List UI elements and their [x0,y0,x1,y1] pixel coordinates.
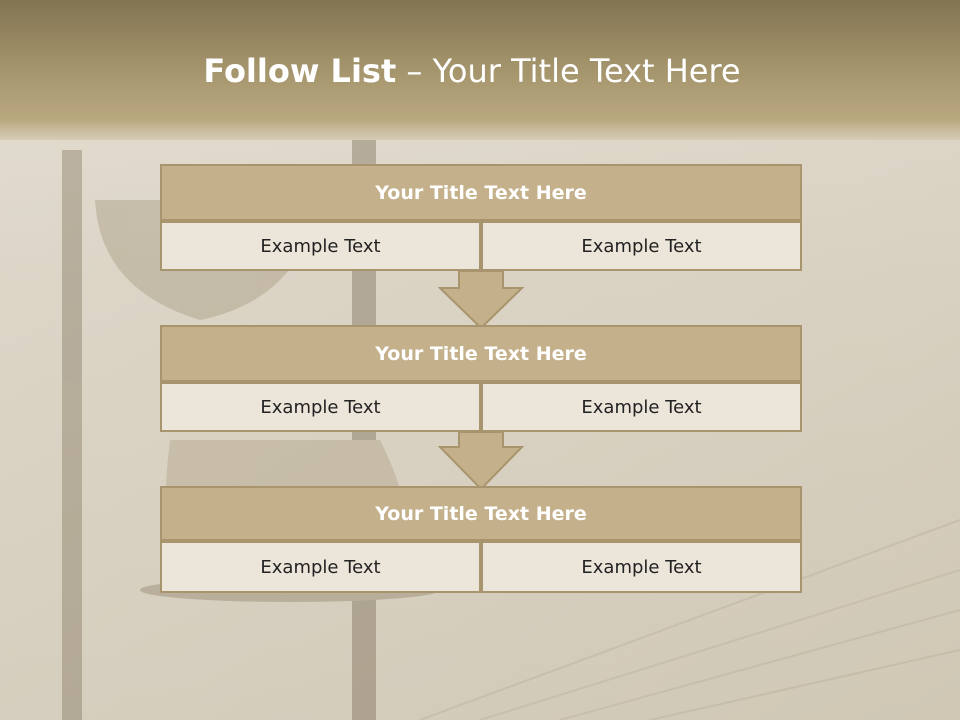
down-arrow-icon [438,431,524,491]
step-heading: Your Title Text Here [160,325,802,382]
header-band [0,0,960,140]
title-main: Follow List [203,52,397,90]
step-block-1: Your Title Text Here Example Text Exampl… [160,164,802,272]
title-subtitle: – Your Title Text Here [396,52,741,90]
step-cell-left: Example Text [160,382,481,432]
step-block-2: Your Title Text Here Example Text Exampl… [160,325,802,433]
slide-title: Follow List – Your Title Text Here [0,52,944,90]
step-cell-left: Example Text [160,541,481,593]
down-arrow-icon [438,270,524,330]
step-cell-left: Example Text [160,221,481,271]
step-heading: Your Title Text Here [160,486,802,541]
step-cell-right: Example Text [481,382,802,432]
step-heading: Your Title Text Here [160,164,802,221]
step-cell-right: Example Text [481,221,802,271]
step-cell-right: Example Text [481,541,802,593]
step-block-3: Your Title Text Here Example Text Exampl… [160,486,802,594]
